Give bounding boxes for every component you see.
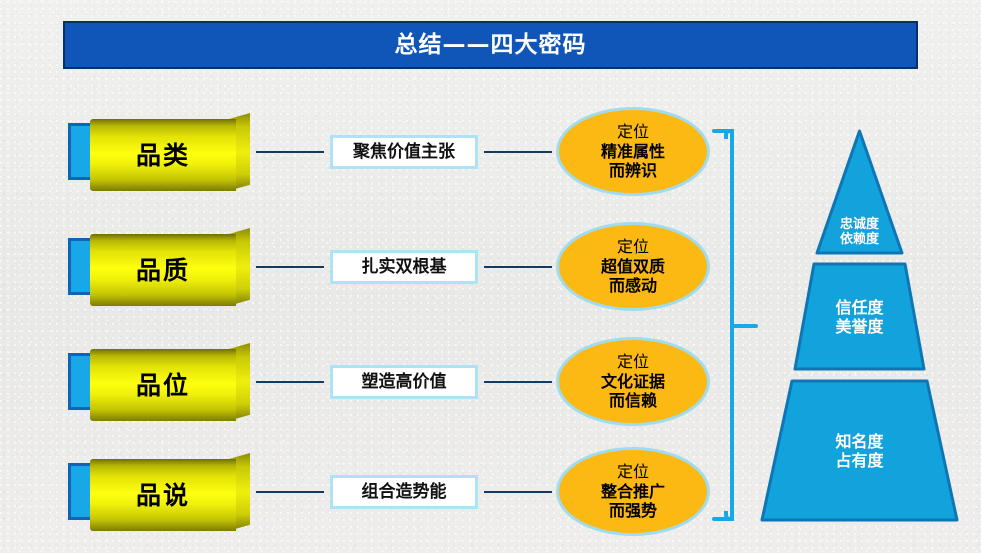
mid-label-box-1[interactable]: 聚焦价值主张: [330, 135, 478, 169]
pyramid-tier-bottom-shape: [760, 379, 959, 522]
connector-cylinder-to-label-2: [256, 266, 324, 268]
cylinder-body-4: 品说: [90, 459, 236, 531]
ellipse-shape-2[interactable]: 定位 超值双质 而感动: [556, 222, 710, 311]
ellipse-shape-1[interactable]: 定位 精准属性 而辨识: [556, 107, 710, 196]
mid-label-box-4[interactable]: 组合造势能: [330, 475, 478, 509]
ellipse-line2-2: 超值双质: [600, 256, 665, 276]
cylinder-shape-3[interactable]: 品位: [90, 343, 250, 421]
brace-mid-stub: [732, 324, 758, 328]
ellipse-line1-3: 定位: [616, 352, 649, 372]
brace-top-corner: [724, 129, 734, 139]
pyramid-tier-top-line2: 依赖度: [839, 232, 879, 248]
pyramid-tier-middle-shape: [793, 262, 926, 371]
pyramid-tier-top[interactable]: 忠诚度 依赖度: [752, 128, 967, 256]
cylinder-label-4: 品说: [135, 480, 190, 510]
ellipse-line1-1: 定位: [616, 122, 649, 142]
cylinder-shape-1[interactable]: 品类: [90, 113, 250, 191]
cylinder-shape-2[interactable]: 品质: [90, 228, 250, 306]
ellipse-line2-3: 文化证据: [600, 371, 665, 391]
ellipse-line1-4: 定位: [616, 462, 649, 482]
diagram-row-3: 品位 塑造高价值 定位 文化证据 而信赖: [0, 333, 981, 443]
page-title: 总结——四大密码: [394, 31, 587, 58]
connector-label-to-ellipse-4: [484, 491, 552, 493]
mid-label-box-2[interactable]: 扎实双根基: [330, 250, 478, 284]
brace-bottom-corner: [724, 511, 734, 521]
diagram-row-1: 品类 聚焦价值主张 定位 精准属性 而辨识: [0, 103, 981, 213]
ellipse-line3-1: 而辨识: [608, 161, 657, 181]
pyramid-tier-top-line1: 忠诚度: [839, 216, 879, 232]
slide-title-bar: 总结——四大密码: [63, 21, 918, 69]
connector-label-to-ellipse-1: [484, 151, 552, 153]
mid-label-text-4: 组合造势能: [361, 481, 447, 502]
ellipse-line2-4: 整合推广: [600, 481, 665, 501]
cylinder-label-3: 品位: [135, 370, 190, 400]
brand-pyramid: 忠诚度 依赖度 信任度 美誉度 知名度 占有度: [752, 128, 967, 528]
pyramid-tier-bottom-line1: 知名度: [835, 431, 884, 451]
connector-label-to-ellipse-3: [484, 381, 552, 383]
pyramid-tier-bottom-line2: 占有度: [835, 451, 884, 470]
mid-label-text-1: 聚焦价值主张: [353, 141, 455, 162]
ellipse-line2-1: 精准属性: [600, 141, 665, 161]
pyramid-tier-middle-line2: 美誉度: [835, 317, 884, 336]
pyramid-tier-middle-line1: 信任度: [835, 297, 884, 317]
connector-cylinder-to-label-3: [256, 381, 324, 383]
diagram-row-4: 品说 组合造势能 定位 整合推广 而强势: [0, 443, 981, 553]
cylinder-body-3: 品位: [90, 349, 236, 421]
connector-cylinder-to-label-4: [256, 491, 324, 493]
brace-top-stub: [712, 129, 734, 133]
pyramid-tier-top-shape: [815, 129, 904, 255]
cylinder-label-1: 品类: [135, 140, 190, 170]
connector-cylinder-to-label-1: [256, 151, 324, 153]
ellipse-shape-3[interactable]: 定位 文化证据 而信赖: [556, 337, 710, 426]
connector-label-to-ellipse-2: [484, 266, 552, 268]
brace-bottom-stub: [712, 517, 734, 521]
cylinder-shape-4[interactable]: 品说: [90, 453, 250, 531]
mid-label-box-3[interactable]: 塑造高价值: [330, 365, 478, 399]
mid-label-text-2: 扎实双根基: [361, 256, 447, 277]
ellipse-line3-4: 而强势: [608, 501, 657, 521]
brace-connector: [712, 128, 758, 524]
pyramid-tier-middle[interactable]: 信任度 美誉度: [752, 261, 967, 373]
ellipse-line3-3: 而信赖: [608, 391, 657, 411]
cylinder-body-1: 品类: [90, 119, 236, 191]
ellipse-line1-2: 定位: [616, 237, 649, 257]
ellipse-line3-2: 而感动: [608, 276, 657, 296]
diagram-row-2: 品质 扎实双根基 定位 超值双质 而感动: [0, 218, 981, 328]
cylinder-body-2: 品质: [90, 234, 236, 306]
ellipse-shape-4[interactable]: 定位 整合推广 而强势: [556, 447, 710, 536]
mid-label-text-3: 塑造高价值: [361, 371, 447, 392]
cylinder-label-2: 品质: [135, 255, 190, 285]
pyramid-tier-bottom[interactable]: 知名度 占有度: [752, 378, 967, 524]
